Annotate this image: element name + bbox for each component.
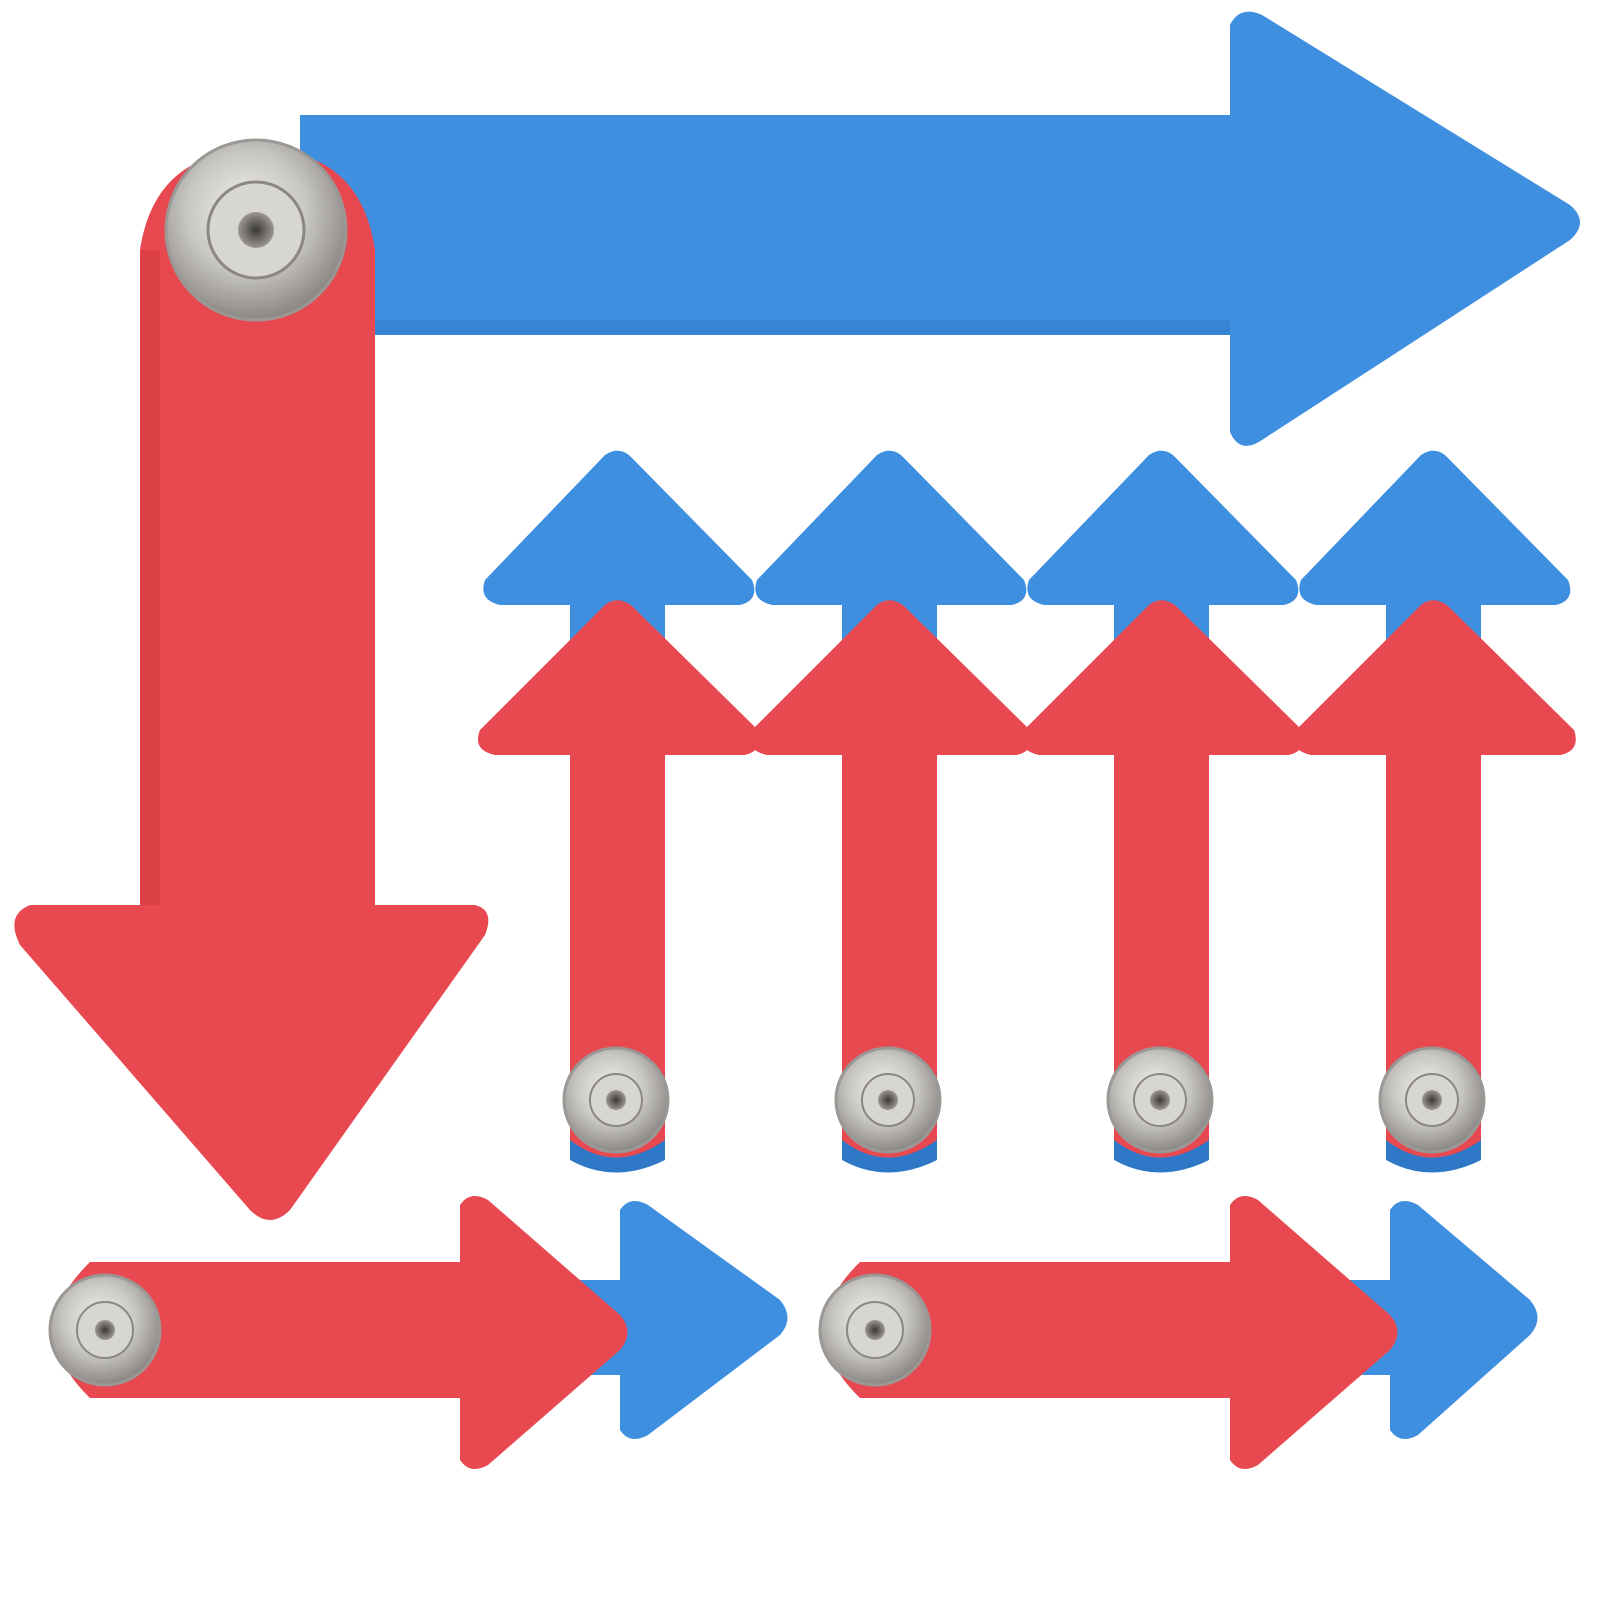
rivet-icon	[164, 138, 348, 322]
small-arrow-pair-horizontal	[48, 1196, 788, 1469]
small-arrow-pair	[477, 450, 760, 1173]
large-blue-arrow	[300, 11, 1580, 446]
small-arrow-pair	[1021, 450, 1304, 1173]
small-arrow-pair	[749, 450, 1032, 1173]
large-red-arrow	[14, 150, 489, 1220]
small-arrow-pair	[1293, 450, 1576, 1173]
small-arrow-pair-horizontal	[818, 1196, 1538, 1469]
